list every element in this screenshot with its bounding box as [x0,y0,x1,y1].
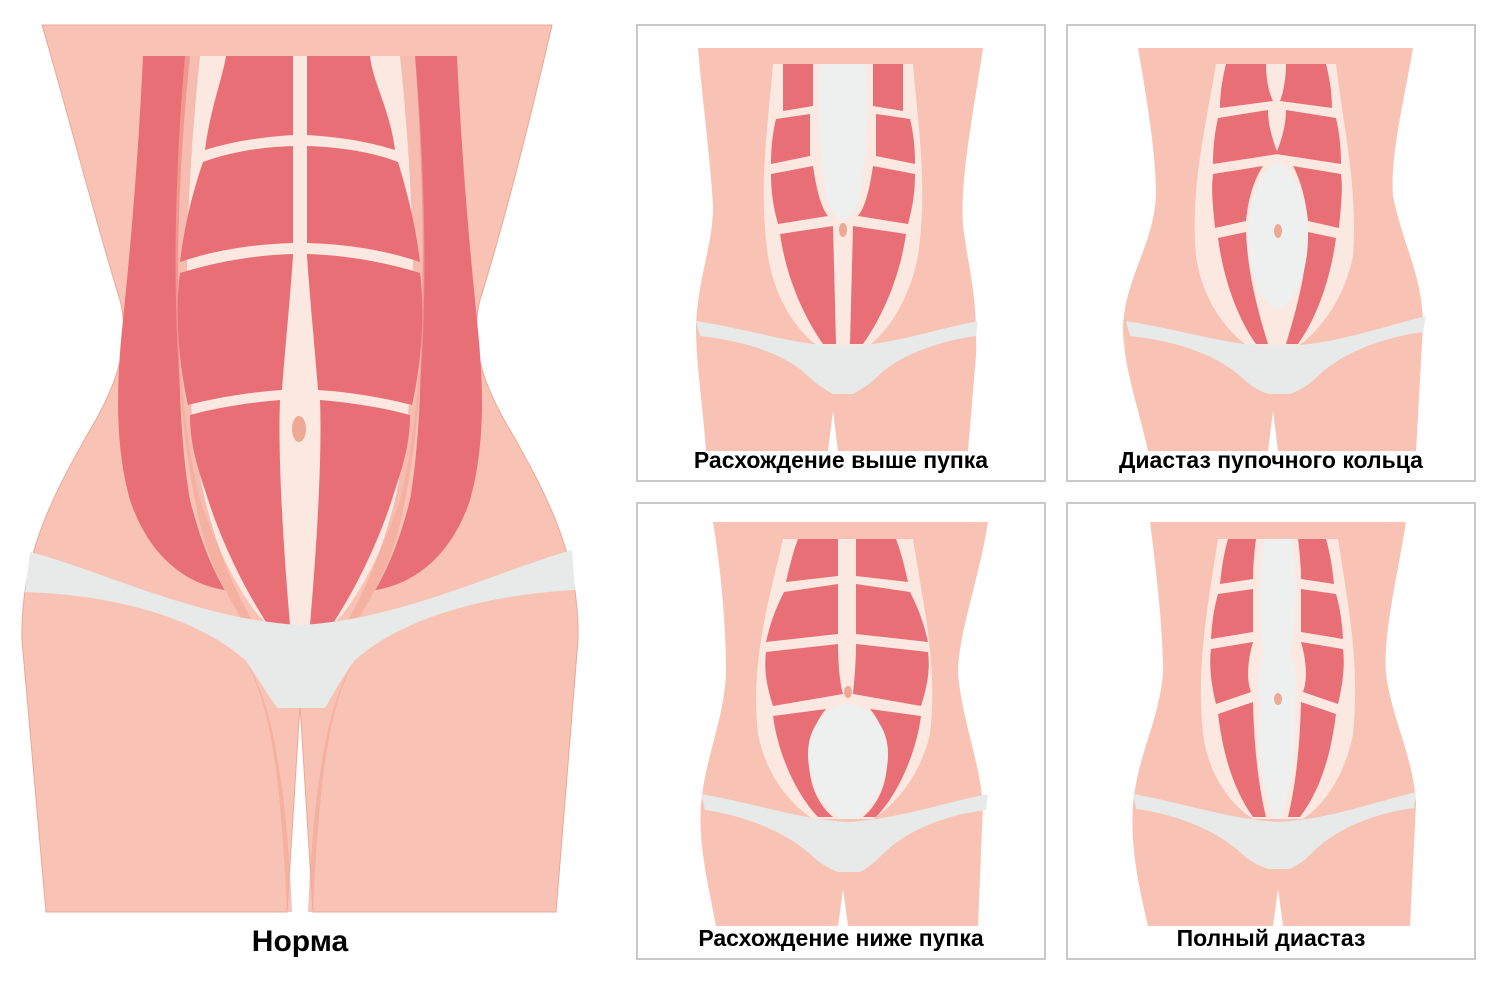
navel-icon [292,416,306,442]
full-diastasis-illustration [1132,522,1416,926]
navel-icon [839,223,847,237]
panel-label: Расхождение выше пупка [693,447,989,473]
panel-umbilical-ring: Диастаз пупочного кольца [1066,24,1476,482]
panel-label: Диастаз пупочного кольца [1119,447,1423,473]
navel-icon [1274,224,1282,238]
panel-above-navel: Расхождение выше пупка [636,24,1046,482]
below-navel-illustration [700,522,988,926]
panel-label: Полный диастаз [1176,925,1366,951]
umbilical-ring-illustration [1123,48,1426,451]
normal-anatomy-figure: Норма [0,0,600,1000]
panel-full-diastasis: Полный диастаз [1066,502,1476,960]
above-navel-illustration [696,48,983,451]
panel-below-navel: Расхождение ниже пупка [636,502,1046,960]
navel-icon [1274,693,1282,705]
panel-label: Расхождение ниже пупка [698,925,984,951]
torso-illustration [21,24,579,913]
main-label: Норма [251,925,349,958]
navel-icon [844,686,852,698]
